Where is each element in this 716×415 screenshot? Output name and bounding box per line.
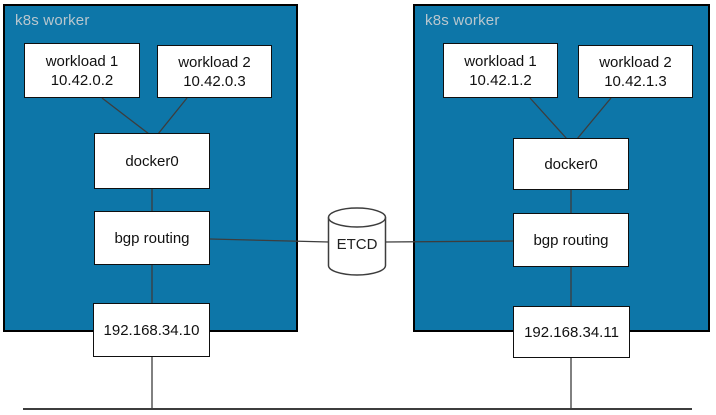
node-label: 192.168.34.10 — [103, 321, 200, 339]
node-label: bgp routing — [533, 231, 609, 249]
node-label: docker0 — [125, 152, 179, 170]
host-ip-node: 192.168.34.10 — [93, 303, 210, 357]
workload-name: workload 2 — [599, 53, 672, 71]
bgp-routing-node: bgp routing — [513, 213, 629, 267]
workload-node: workload 1 10.42.1.2 — [443, 43, 558, 98]
workload-node: workload 2 10.42.1.3 — [578, 45, 693, 98]
database-cylinder-icon — [327, 207, 387, 276]
edge-workload1-docker0 — [101, 97, 150, 135]
edge-workload2-docker0 — [157, 97, 188, 135]
docker0-bridge-node: docker0 — [94, 133, 210, 189]
workload-name: workload 1 — [464, 52, 537, 70]
workload-ip: 10.42.1.2 — [469, 71, 532, 89]
workload-ip: 10.42.0.2 — [50, 71, 114, 89]
edge-etcd-bgp-right — [384, 240, 515, 243]
bgp-routing-node: bgp routing — [94, 211, 210, 265]
workload-node: workload 2 10.42.0.3 — [157, 45, 272, 98]
edge-workload1-docker0 — [529, 97, 568, 140]
edge-bgp-etcd-left — [209, 238, 330, 243]
workload-node: workload 1 10.42.0.2 — [24, 43, 140, 98]
workload-ip: 10.42.1.3 — [604, 72, 667, 90]
workload-ip: 10.42.0.3 — [183, 72, 246, 90]
edge-workload2-docker0 — [576, 97, 612, 140]
worker-label: k8s worker — [425, 12, 500, 29]
node-label: docker0 — [544, 155, 598, 173]
node-label: 192.168.34.11 — [524, 323, 619, 341]
worker-label: k8s worker — [15, 12, 90, 29]
node-label: bgp routing — [114, 229, 190, 247]
etcd-node-label: ETCD — [336, 236, 378, 253]
workload-name: workload 2 — [178, 53, 251, 71]
workload-name: workload 1 — [45, 52, 119, 70]
docker0-bridge-node: docker0 — [513, 138, 629, 190]
host-ip-node: 192.168.34.11 — [513, 306, 630, 358]
